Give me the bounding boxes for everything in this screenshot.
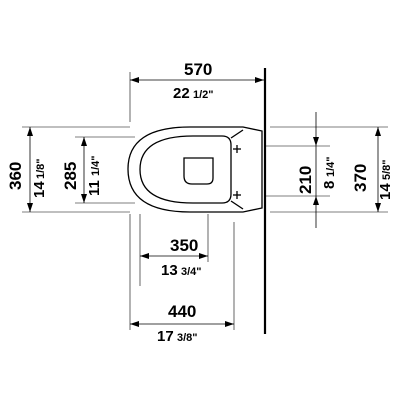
dimension-370-mm: 370 xyxy=(351,164,370,192)
dimension-360-mm: 360 xyxy=(6,162,25,190)
dimension-350-inch: 13 xyxy=(161,262,178,279)
dimension-285-inch: 11 xyxy=(86,180,103,196)
dimension-360-inch: 14 xyxy=(31,181,48,198)
dimension-210-inch: 8 xyxy=(321,181,338,189)
dimension-570-frac: 1/2" xyxy=(193,89,214,101)
dimension-350-frac: 3/4" xyxy=(181,266,202,278)
dimension-570-inch: 22 xyxy=(173,85,190,102)
dimension-210-mm: 210 xyxy=(296,166,315,194)
dimension-570-mm: 570 xyxy=(184,60,212,79)
dimension-285-frac: 1/4" xyxy=(90,155,102,176)
toilet-bowl-outline xyxy=(127,126,263,213)
fixing-hole-icon xyxy=(233,145,241,153)
dimension-210-frac: 1/4" xyxy=(325,156,337,177)
toilet-bowl-inner xyxy=(139,135,232,204)
toilet-opening xyxy=(183,157,214,185)
dimension-370-frac: 5/8" xyxy=(381,159,393,180)
rim-step-line xyxy=(230,200,244,210)
dimension-440-mm: 440 xyxy=(168,302,196,321)
dimension-440-frac: 3/8" xyxy=(177,332,198,344)
dimension-360-frac: 1/8" xyxy=(35,158,47,179)
dimension-285-mm: 285 xyxy=(61,162,80,190)
dimension-440-inch: 17 xyxy=(157,328,174,345)
fixing-hole-icon xyxy=(233,191,241,199)
rim-step-line xyxy=(230,129,244,139)
dimension-350-mm: 350 xyxy=(170,236,198,255)
dimension-370-inch: 14 xyxy=(377,183,394,200)
